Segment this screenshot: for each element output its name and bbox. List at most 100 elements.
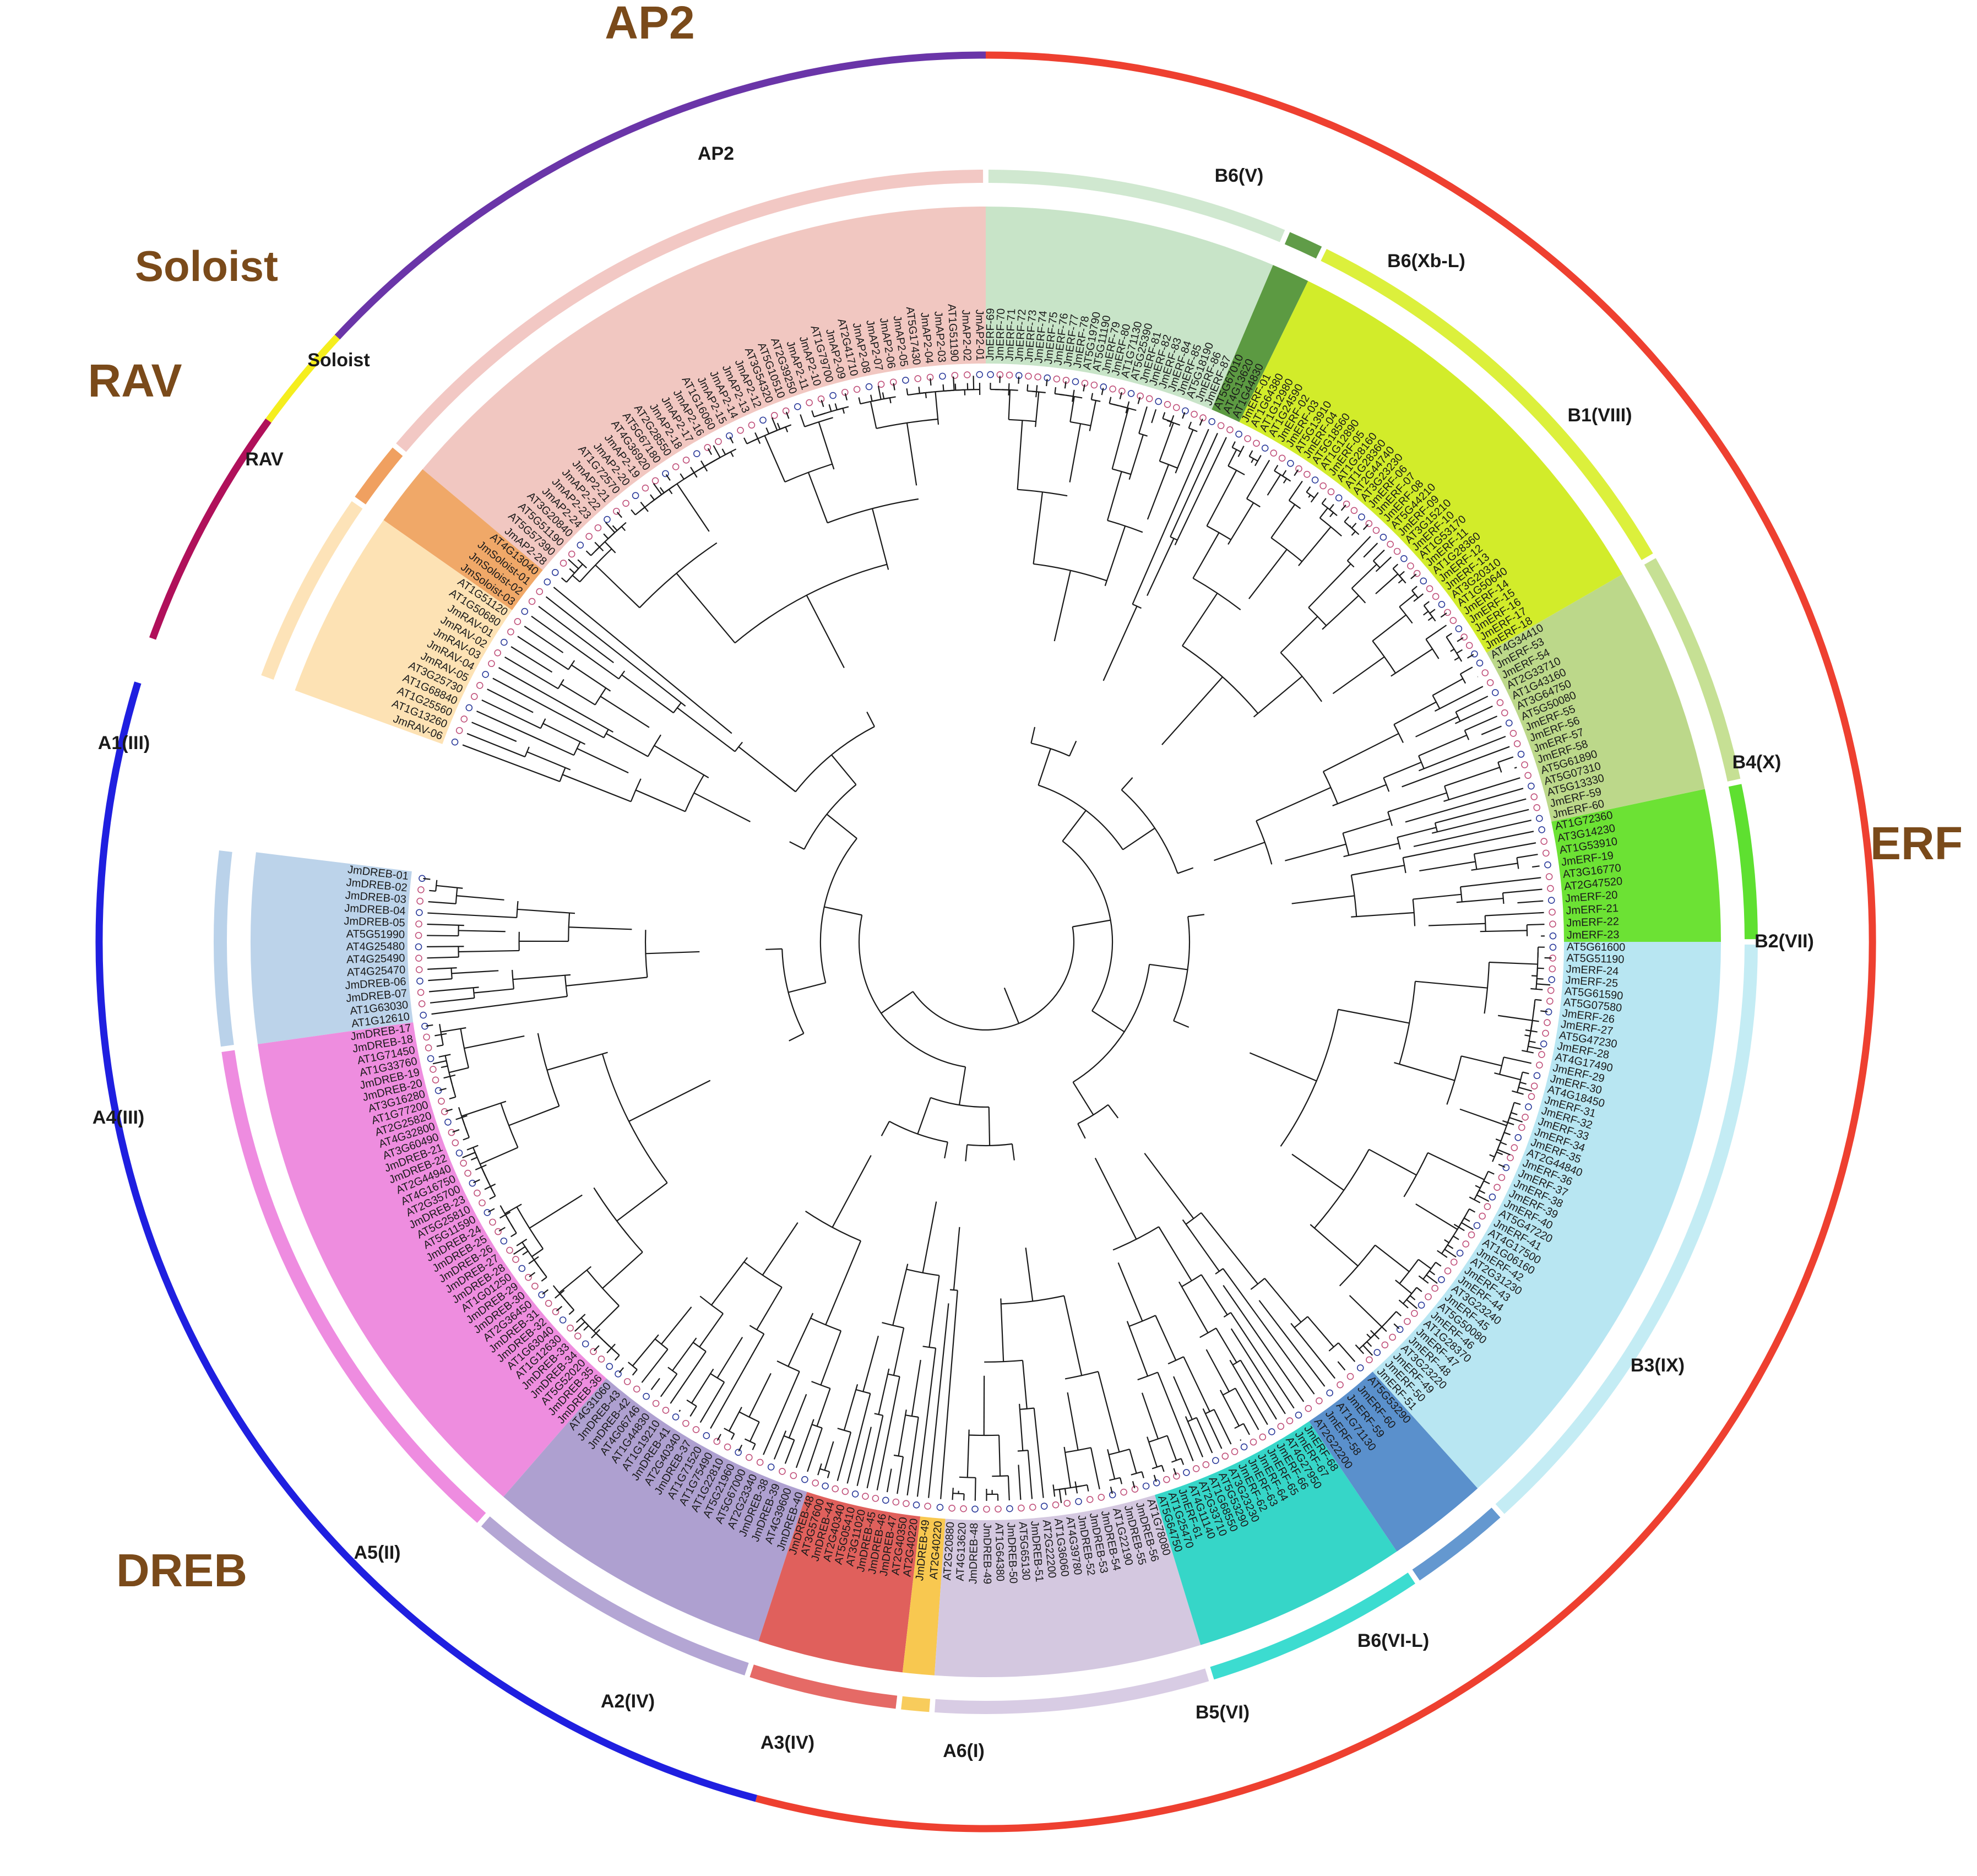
branch	[1415, 980, 1488, 989]
branch	[1109, 397, 1112, 404]
branch	[1187, 1417, 1197, 1422]
leaf-marker	[633, 1385, 640, 1393]
leaf-marker	[1163, 1476, 1170, 1483]
branch	[647, 734, 661, 757]
branch	[1128, 434, 1144, 480]
subgroup-label-b1-viii: B1(VIII)	[1567, 405, 1632, 426]
subgroup-arc-rav	[261, 501, 363, 680]
branch	[641, 1349, 669, 1383]
branch	[1308, 494, 1311, 498]
branch	[1248, 450, 1253, 457]
branch	[632, 1369, 638, 1376]
subgroup-arc-a4-iii	[221, 1050, 486, 1523]
branch	[1290, 1322, 1336, 1379]
leaf-marker	[415, 966, 423, 973]
branch	[928, 1275, 940, 1348]
branch	[659, 487, 665, 494]
branch	[906, 388, 909, 395]
leaf-marker	[1072, 378, 1079, 386]
subgroup-band-a3-iv	[902, 1516, 946, 1676]
leaf-marker	[1350, 507, 1358, 514]
subgroup-label-ap2: AP2	[698, 143, 734, 164]
subgroup-label-a5-ii: A5(II)	[354, 1542, 401, 1563]
branch	[1170, 536, 1178, 541]
branch	[1122, 827, 1155, 850]
branch	[738, 1444, 743, 1452]
leaf-marker	[451, 738, 459, 746]
branch	[1202, 1408, 1223, 1449]
subgroup-arc-b6-xb-l	[1284, 232, 1322, 259]
leaf-marker	[713, 1438, 721, 1445]
leaf-marker	[1303, 470, 1311, 478]
branch	[1232, 1359, 1241, 1366]
branch	[825, 1240, 862, 1325]
branch	[432, 1060, 447, 1065]
branch	[1281, 470, 1287, 476]
leaf-marker	[1337, 1381, 1344, 1389]
branch	[1185, 1416, 1204, 1457]
branch	[1329, 503, 1334, 510]
branch	[1481, 725, 1502, 735]
branch	[594, 1345, 600, 1352]
branch	[1448, 641, 1460, 658]
branch	[1310, 1224, 1359, 1267]
branch	[1499, 1057, 1505, 1075]
branch	[1411, 590, 1419, 599]
branch	[1383, 761, 1422, 779]
leaf-marker	[544, 578, 551, 585]
branch	[1473, 854, 1478, 870]
branch	[1351, 912, 1414, 918]
branch	[1219, 1390, 1240, 1427]
branch	[436, 885, 463, 889]
branch	[1409, 1295, 1416, 1300]
leaf-marker	[1018, 1504, 1025, 1512]
subgroup-arc-a2-iv	[749, 1664, 898, 1709]
branch	[1518, 1072, 1523, 1088]
leaf-marker	[1358, 513, 1365, 520]
branch	[427, 956, 459, 959]
branch	[1270, 504, 1296, 539]
branch	[466, 733, 525, 758]
branch	[1117, 1262, 1143, 1321]
branch	[1111, 408, 1129, 469]
branch	[1476, 1194, 1490, 1202]
branch	[614, 1354, 620, 1361]
branch	[605, 522, 616, 533]
subgroup-label-a6-i: A6(I)	[943, 1741, 985, 1761]
family-rings	[95, 51, 1876, 1832]
branch	[1018, 1465, 1022, 1500]
branch	[438, 1054, 451, 1058]
branch	[1516, 858, 1519, 869]
branch	[1319, 517, 1342, 537]
branch	[1067, 1392, 1079, 1451]
branch	[892, 1264, 909, 1326]
leaf-marker	[1438, 601, 1446, 608]
branch	[1429, 609, 1436, 614]
branch	[1310, 492, 1319, 503]
branch	[771, 417, 778, 431]
subgroup-band-soloist	[383, 469, 543, 610]
branch	[1052, 1484, 1056, 1497]
branch	[704, 466, 708, 472]
subgroup-arc-b3-ix	[1495, 944, 1758, 1514]
branch	[789, 841, 805, 850]
branch	[1182, 412, 1186, 419]
leaf-marker	[441, 1108, 448, 1115]
leaf-label: JmAP2-01	[973, 310, 986, 361]
branch	[531, 1248, 544, 1257]
branch	[1161, 676, 1223, 745]
branch	[1375, 1244, 1410, 1272]
leaf-marker	[622, 500, 629, 507]
branch	[816, 1388, 831, 1427]
leaf-marker	[662, 1407, 670, 1414]
branch	[1366, 1341, 1372, 1347]
branch	[686, 1399, 697, 1407]
branch	[1393, 701, 1437, 725]
leaf-marker	[703, 1432, 710, 1439]
branch	[817, 1463, 822, 1476]
leaf-marker	[1513, 740, 1521, 747]
leaf-marker	[1407, 562, 1414, 570]
family-label-ap2: AP2	[605, 0, 694, 48]
branch	[1373, 560, 1381, 568]
leaf-marker	[1365, 520, 1373, 527]
